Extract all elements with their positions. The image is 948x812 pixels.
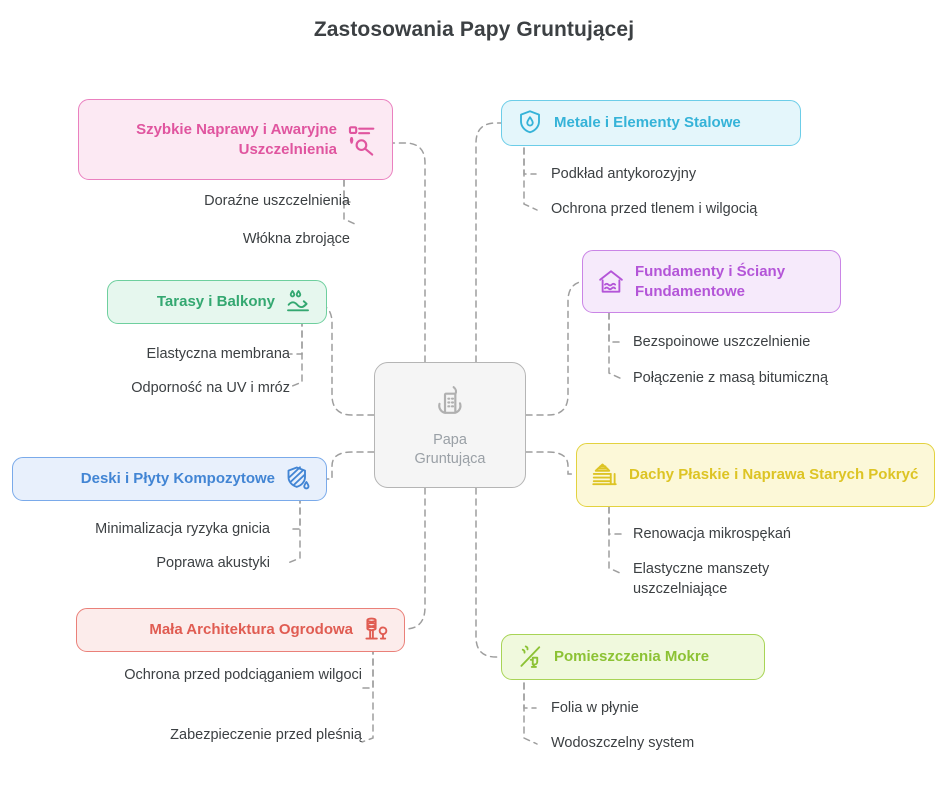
branch-node-metale-stalowe[interactable]: Metale i Elementy Stalowe [501, 100, 801, 146]
garden-structure-icon [361, 615, 391, 645]
leaf-deski-plyty-1: Minimalizacja ryzyka gnicia [95, 521, 270, 537]
leaf-szybkie-naprawy-1: Doraźne uszczelnienia [204, 193, 350, 209]
branch-node-deski-plyty[interactable]: Deski i Płyty Kompozytowe [12, 457, 327, 501]
branch-node-szybkie-naprawy[interactable]: Szybkie Naprawy i Awaryjne Uszczelnienia [78, 99, 393, 180]
branch-label-metale-stalowe: Metale i Elementy Stalowe [554, 114, 741, 131]
shower-faucet-icon [515, 642, 545, 672]
leaf-mala-architektura-1: Ochrona przed podciąganiem wilgoci [124, 667, 362, 683]
roof-shingles-icon [590, 460, 620, 490]
shield-droplet-icon [283, 464, 313, 494]
leaf-szybkie-naprawy-2: Włókna zbrojące [242, 231, 350, 247]
leaf-tarasy-balkony-1: Elastyczna membrana [146, 346, 290, 362]
leaf-mala-architektura-2: Zabezpieczenie przed pleśnią [170, 727, 362, 743]
leaf-pomieszczenia-mokre-1: Folia w płynie [551, 700, 639, 716]
branch-label-dachy-plaskie: Dachy Płaskie i Naprawa Starych Pokryć [629, 466, 919, 483]
water-repellent-surface-icon [283, 287, 313, 317]
branch-node-tarasy-balkony[interactable]: Tarasy i Balkony [107, 280, 327, 324]
repair-tools-icon [345, 123, 379, 157]
branch-label-fundamenty: Fundamenty i Ściany Fundamentowe [635, 262, 786, 300]
branch-label-deski-plyty: Deski i Płyty Kompozytowe [80, 470, 275, 487]
house-waterproof-icon [596, 267, 626, 297]
center-node-label: Papa Gruntująca [415, 431, 486, 469]
leaf-fundamenty-2: Połączenie z masą bitumiczną [633, 370, 829, 386]
branch-node-pomieszczenia-mokre[interactable]: Pomieszczenia Mokre [501, 634, 765, 680]
leaf-dachy-plaskie-1: Renowacja mikrospękań [633, 526, 791, 542]
branch-node-mala-architektura[interactable]: Mała Architektura Ogrodowa [76, 608, 405, 652]
building-flame-icon [430, 382, 470, 427]
center-label-line-2: Gruntująca [414, 450, 486, 467]
center-node[interactable]: Papa Gruntująca [374, 362, 526, 488]
branch-label-szybkie-naprawy: Szybkie Naprawy i Awaryjne Uszczelnienia [136, 120, 337, 158]
leaf-deski-plyty-2: Poprawa akustyki [156, 555, 270, 571]
branch-label-pomieszczenia-mokre: Pomieszczenia Mokre [554, 648, 710, 665]
branch-label-tarasy-balkony: Tarasy i Balkony [156, 293, 275, 310]
leaf-dachy-plaskie-2: Elastyczne manszety uszczelniające [633, 561, 770, 597]
leaf-fundamenty-1: Bezspoinowe uszczelnienie [633, 334, 811, 350]
center-label-line-1: Papa [433, 431, 467, 448]
leaf-metale-stalowe-2: Ochrona przed tlenem i wilgocią [551, 201, 758, 217]
leaf-metale-stalowe-1: Podkład antykorozyjny [551, 166, 697, 182]
branch-node-dachy-plaskie[interactable]: Dachy Płaskie i Naprawa Starych Pokryć [576, 443, 935, 507]
branch-label-mala-architektura: Mała Architektura Ogrodowa [149, 621, 353, 638]
branch-node-fundamenty[interactable]: Fundamenty i Ściany Fundamentowe [582, 250, 841, 313]
leaf-tarasy-balkony-2: Odporność na UV i mróz [131, 380, 290, 396]
page-title: Zastosowania Papy Gruntującej [313, 18, 635, 41]
shield-drop-icon [515, 108, 545, 138]
leaf-pomieszczenia-mokre-2: Wodoszczelny system [551, 735, 695, 751]
